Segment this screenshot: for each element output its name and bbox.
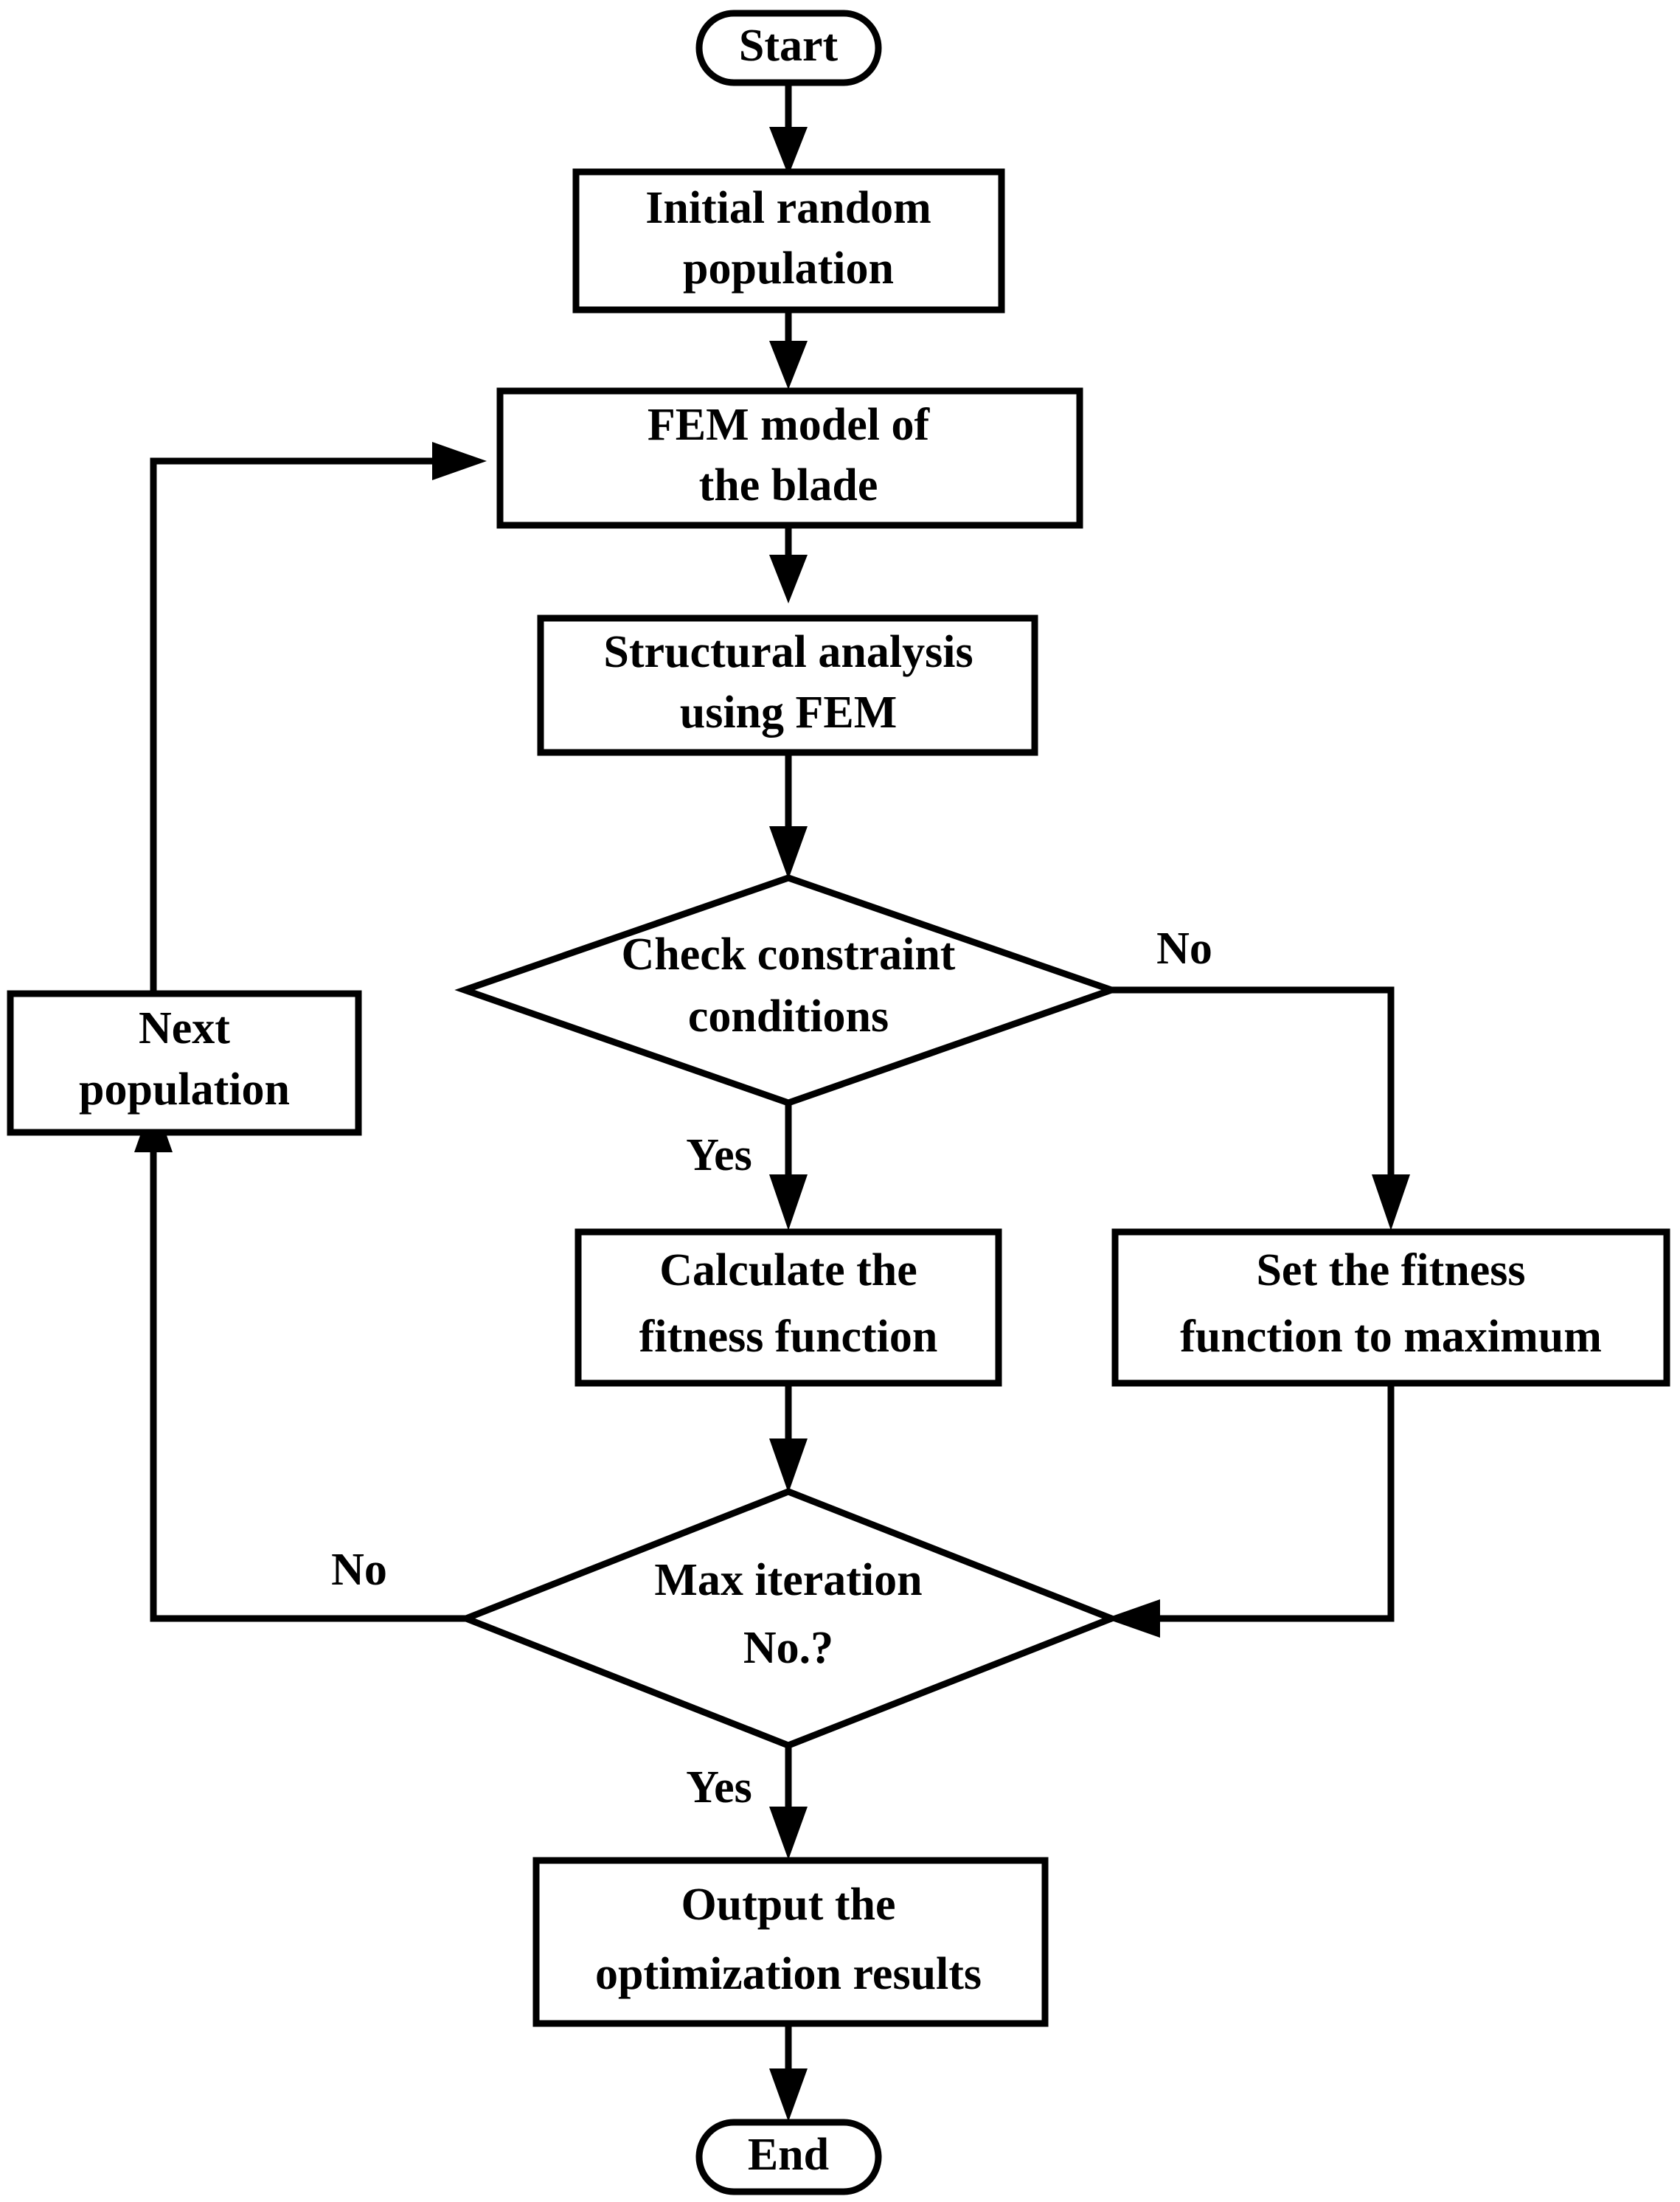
- edge-layer: Yes No No: [134, 81, 1410, 2122]
- next-population-box[interactable]: [7, 990, 362, 1136]
- fem-model-box[interactable]: [496, 387, 1083, 529]
- node-start[interactable]: Start: [695, 10, 882, 86]
- node-end[interactable]: End: [695, 2119, 882, 2195]
- start-terminator-shape[interactable]: [695, 10, 882, 86]
- output-results-label-line1: Output the: [681, 1880, 895, 1930]
- initial-random-population-box[interactable]: [572, 168, 1005, 314]
- edge-label-no-max-iteration: No: [331, 1545, 387, 1595]
- initial-random-population-label-line2: population: [683, 243, 894, 294]
- set-fitness-max-label-line1: Set the fitness: [1256, 1245, 1525, 1295]
- edge-check-constraints-yes-to-calculate-fitness: Yes: [686, 1103, 808, 1230]
- max-iteration-diamond[interactable]: [457, 1488, 1121, 1749]
- start-label: Start: [739, 21, 839, 71]
- calculate-fitness-label-line2: fitness function: [639, 1312, 938, 1362]
- edge-max-iteration-no-to-next-population: No: [134, 1098, 466, 1622]
- node-max-iteration[interactable]: Max iteration No.?: [457, 1488, 1121, 1749]
- output-results-label-line2: optimization results: [595, 1949, 982, 1999]
- edge-start-to-initial-population: [769, 81, 808, 176]
- max-iteration-label-line1: Max iteration: [654, 1555, 922, 1605]
- node-output-results[interactable]: Output the optimization results: [532, 1857, 1049, 2027]
- fem-model-label-line2: the blade: [699, 460, 878, 510]
- calculate-fitness-box[interactable]: [575, 1228, 1002, 1387]
- node-next-population[interactable]: Next population: [7, 990, 362, 1136]
- edge-output-results-to-end: [769, 2023, 808, 2122]
- initial-random-population-label-line1: Initial random: [645, 183, 931, 233]
- edge-calculate-fitness-to-max-iteration: [769, 1383, 808, 1493]
- max-iteration-label-line2: No.?: [743, 1623, 833, 1673]
- set-fitness-max-box[interactable]: [1111, 1228, 1670, 1387]
- check-constraints-label-line2: conditions: [688, 991, 889, 1042]
- end-label: End: [748, 2130, 829, 2180]
- fem-model-label-line1: FEM model of: [648, 400, 931, 450]
- node-initial-random-population[interactable]: Initial random population: [572, 168, 1005, 314]
- next-population-label-line2: population: [79, 1064, 290, 1115]
- edge-set-fitness-max-to-max-iteration: [1105, 1383, 1395, 1638]
- calculate-fitness-label-line1: Calculate the: [659, 1245, 917, 1295]
- edge-check-constraints-no-to-set-fitness-max: No: [1111, 924, 1410, 1230]
- node-check-constraints[interactable]: Check constraint conditions: [454, 874, 1122, 1107]
- check-constraints-label-line1: Check constraint: [622, 929, 956, 980]
- set-fitness-max-label-line2: function to maximum: [1180, 1312, 1602, 1362]
- structural-analysis-label-line2: using FEM: [680, 688, 898, 738]
- check-constraints-diamond[interactable]: [454, 874, 1122, 1107]
- edge-next-population-to-fem-model: [150, 442, 487, 992]
- edge-structural-analysis-to-check-constraints: [769, 752, 808, 879]
- node-structural-analysis[interactable]: Structural analysis using FEM: [537, 614, 1038, 756]
- edge-initial-population-to-fem-model: [769, 310, 808, 389]
- next-population-label-line1: Next: [139, 1003, 230, 1053]
- output-results-box[interactable]: [532, 1857, 1049, 2027]
- edge-label-yes-constraints: Yes: [686, 1130, 752, 1180]
- structural-analysis-label-line1: Structural analysis: [603, 627, 973, 677]
- node-calculate-fitness[interactable]: Calculate the fitness function: [575, 1228, 1002, 1387]
- edge-label-yes-max-iteration: Yes: [686, 1762, 752, 1813]
- edge-label-no-constraints: No: [1156, 924, 1212, 974]
- end-terminator-shape[interactable]: [695, 2119, 882, 2195]
- node-fem-model[interactable]: FEM model of the blade: [496, 387, 1083, 529]
- node-set-fitness-max[interactable]: Set the fitness function to maximum: [1111, 1228, 1670, 1387]
- edge-max-iteration-yes-to-output-results: Yes: [686, 1745, 808, 1860]
- edge-fem-model-to-structural-analysis: [769, 524, 808, 603]
- structural-analysis-box[interactable]: [537, 614, 1038, 756]
- node-layer: Start Initial random population FEM mode…: [7, 10, 1670, 2195]
